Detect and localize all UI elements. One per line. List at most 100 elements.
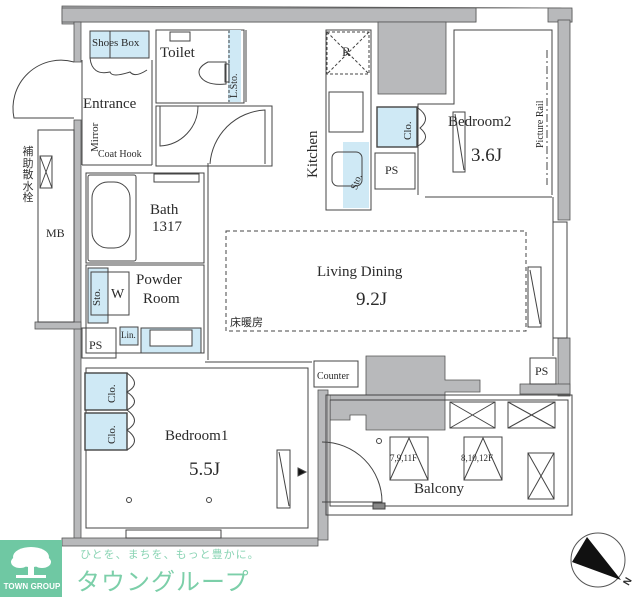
kitchen-counter: [325, 29, 372, 211]
bedroom2-ac-diag: [454, 113, 465, 171]
balcony-vent: [372, 502, 386, 510]
label-bedroom2-size: 3.6J: [471, 145, 503, 166]
mb-box: [37, 129, 75, 323]
compass-ring: [570, 532, 626, 588]
label-living-dining: Living Dining: [317, 264, 403, 280]
hatch-top-b: [507, 401, 556, 429]
vanity-basin: [149, 329, 193, 347]
label-balcony: Balcony: [414, 481, 464, 497]
toilet-door-swing: [159, 105, 199, 147]
hatch-side: [527, 452, 555, 500]
label-shoes-box: Shoes Box: [92, 37, 140, 49]
label-living-dining-size: 9.2J: [356, 289, 388, 310]
wall-left-mid: [73, 119, 82, 541]
label-bed1-closet-a: Clo.: [106, 384, 118, 403]
label-bedroom2: Bedroom2: [448, 114, 512, 130]
room-outlines: [12, 29, 573, 539]
shoes-box: [89, 30, 150, 59]
ps-left-box: [81, 327, 117, 359]
bed2-closet: [376, 106, 418, 148]
balcony-inner: [329, 399, 569, 507]
ps-right-box: [529, 357, 557, 385]
counter-box: [313, 360, 359, 388]
entrance-door-swing: [12, 59, 75, 119]
label-toilet-storage: L.Sto.: [229, 73, 240, 98]
wall-left-upper: [73, 21, 82, 63]
label-bedroom1: Bedroom1: [165, 428, 229, 444]
bathtub-outer: [87, 174, 137, 262]
hydrant-x2: [39, 155, 53, 189]
hatch-7911-tri: [389, 436, 429, 481]
toilet-storage: [228, 30, 241, 102]
walls: [34, 5, 573, 547]
bedroom1-door-arrow: [297, 467, 308, 477]
living-window-right: [552, 221, 568, 339]
label-counter: Counter: [317, 371, 350, 382]
label-refrigerator: R: [342, 44, 351, 59]
label-entrance: Entrance: [83, 96, 137, 112]
label-ps-left: PS: [89, 338, 103, 352]
linen: [119, 326, 139, 346]
hatch-top-a-x2: [449, 401, 496, 429]
label-ps-right: PS: [535, 364, 549, 378]
toilet-room: [155, 29, 245, 104]
shoes-box-doors: [89, 57, 148, 76]
bedroom2-ac: [452, 111, 466, 173]
balcony-door-swing: [321, 441, 383, 503]
label-coat-hook: Coat Hook: [98, 149, 142, 160]
kitchen-sink-storage: [343, 142, 369, 208]
logo-tagline: ひとを、まちを、もっと豊かに。: [80, 548, 260, 561]
bed1-closet-b: [84, 412, 128, 451]
label-picture-rail: Picture Rail: [535, 100, 546, 149]
powder-storage: [87, 267, 109, 324]
label-bed1-closet-b: Clo.: [106, 425, 118, 444]
hatch-top-b-x2: [507, 401, 556, 429]
ps-kitchen-box: [374, 152, 416, 190]
label-washer: W: [111, 287, 125, 302]
toilet-bowl: [198, 61, 227, 85]
label-toilet: Toilet: [160, 45, 195, 61]
bed1-closet-a: [84, 372, 128, 411]
toilet-tank: [224, 63, 230, 83]
label-mb: MB: [46, 226, 65, 240]
wall-mb-bottom: [34, 321, 82, 330]
label-hatch-81012: 8,10,12F: [461, 453, 494, 463]
label-powder-storage: Sto.: [91, 288, 103, 306]
tree-icon: [11, 547, 51, 578]
compass-needle: [572, 537, 621, 580]
label-linen: Lin.: [121, 330, 136, 340]
logo-brand-name: タウングループ: [76, 568, 250, 596]
bedroom2-walls: [417, 29, 553, 195]
label-mirror: Mirror: [89, 122, 101, 152]
label-powder-room-2: Room: [143, 291, 180, 307]
compass: [570, 532, 626, 588]
logo-english-name: TOWN GROUP: [3, 582, 61, 591]
living-ac: [527, 266, 542, 328]
downlight-2: [206, 497, 212, 503]
wall-core: [377, 21, 447, 95]
floor-heating-area: [225, 230, 527, 332]
town-group-logo: [0, 540, 62, 597]
downlight-1: [126, 497, 132, 503]
label-hatch-7911: 7,9,11F: [390, 453, 418, 463]
hall: [155, 105, 273, 167]
label-bed2-closet: Clo.: [402, 121, 414, 140]
kitchen-sink: [331, 151, 363, 187]
living-ac-diag: [529, 269, 541, 325]
bathtub-inner: [91, 181, 131, 249]
stove: [328, 91, 364, 133]
label-bath: Bath: [150, 202, 179, 218]
bed1-closet-doors: [126, 372, 135, 451]
label-kitchen: Kitchen: [305, 130, 321, 178]
hydrant: [39, 155, 53, 189]
bath-room: [85, 172, 205, 264]
wall-bed1-right: [317, 389, 329, 541]
bedroom1-ac: [276, 449, 291, 509]
bath-shelf: [153, 173, 200, 183]
hatch-81012-tri: [463, 436, 503, 481]
wall-balcony-core: [329, 355, 481, 431]
refrigerator: [326, 31, 370, 75]
balcony-drain: [376, 438, 382, 444]
bed2-closet-doors: [417, 107, 426, 147]
